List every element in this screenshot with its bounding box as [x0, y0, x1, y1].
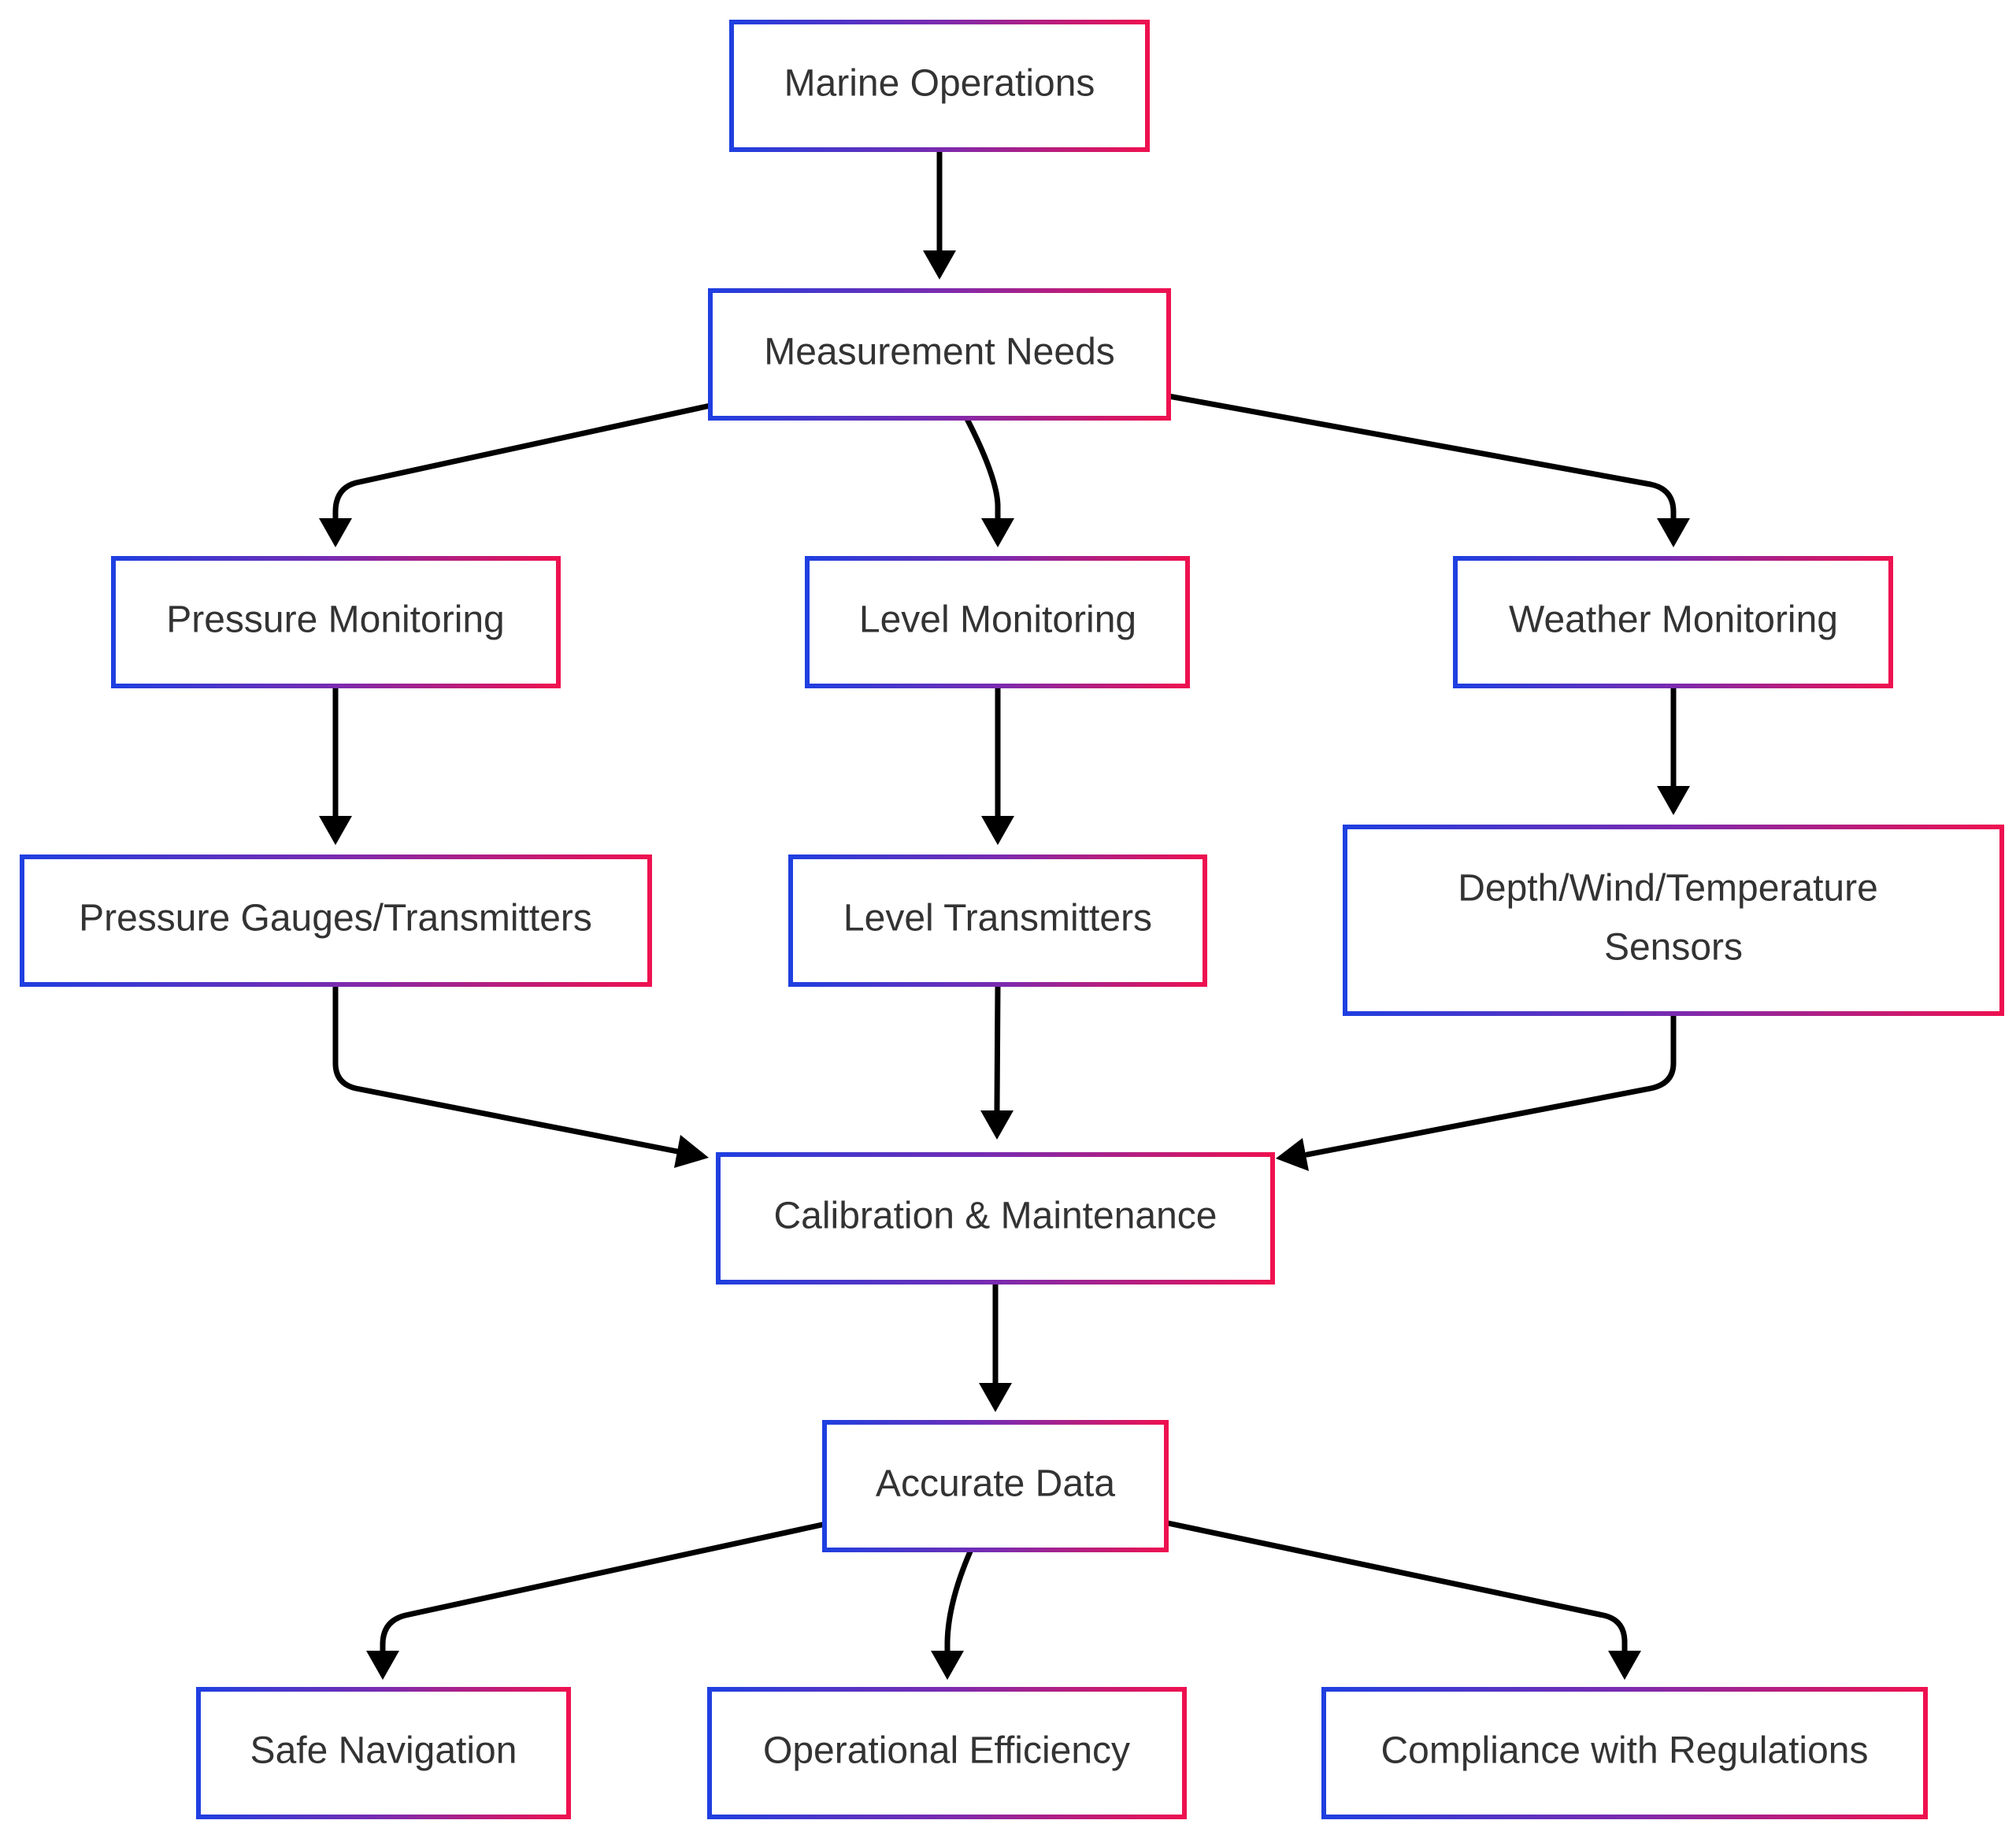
node-pressure-gauges-label: Pressure Gauges/Transmitters	[79, 898, 592, 940]
edges	[332, 149, 1677, 1655]
node-measurement-needs: Measurement Needs	[708, 288, 1171, 421]
node-level-transmitters-label: Level Transmitters	[843, 898, 1152, 940]
arrowhead-level	[981, 518, 1014, 547]
arrowhead-gauges	[319, 816, 352, 845]
node-compliance-regulations: Compliance with Regulations	[1321, 1687, 1928, 1819]
node-sensors-label-line2: Sensors	[1604, 927, 1743, 969]
node-calibration-maintenance: Calibration & Maintenance	[716, 1152, 1275, 1284]
edge-gauges-to-calibration	[332, 984, 680, 1155]
edge-accurate-to-compliance	[1165, 1520, 1628, 1655]
edge-measurement-to-level	[964, 416, 1001, 523]
node-compliance-regulations-label: Compliance with Regulations	[1381, 1730, 1869, 1772]
arrowhead-safe	[366, 1651, 399, 1680]
node-operational-efficiency: Operational Efficiency	[707, 1687, 1187, 1819]
node-marine-operations-label: Marine Operations	[784, 63, 1095, 105]
node-sensors: Depth/Wind/Temperature Sensors	[1343, 825, 2004, 1016]
arrowhead-measurement	[923, 250, 956, 280]
node-calibration-maintenance-label: Calibration & Maintenance	[774, 1196, 1217, 1237]
node-operational-efficiency-label: Operational Efficiency	[763, 1730, 1130, 1772]
node-marine-operations: Marine Operations	[729, 20, 1150, 152]
node-sensors-label-line1: Depth/Wind/Temperature	[1458, 868, 1878, 910]
edge-sensors-to-calibration	[1304, 1013, 1677, 1158]
node-pressure-monitoring-label: Pressure Monitoring	[166, 599, 505, 641]
arrowhead-transmitters	[981, 816, 1014, 845]
edge-measurement-to-weather	[1166, 393, 1677, 523]
node-accurate-data: Accurate Data	[822, 1420, 1169, 1552]
arrowhead-calibration-left	[674, 1135, 709, 1168]
edge-accurate-to-efficiency	[944, 1548, 973, 1655]
arrowhead-compliance	[1608, 1651, 1641, 1680]
node-pressure-gauges: Pressure Gauges/Transmitters	[20, 854, 652, 987]
arrowhead-accurate	[979, 1383, 1012, 1412]
node-level-monitoring-label: Level Monitoring	[859, 599, 1136, 641]
node-weather-monitoring-label: Weather Monitoring	[1509, 599, 1838, 641]
node-accurate-data-label: Accurate Data	[876, 1463, 1115, 1505]
node-safe-navigation-label: Safe Navigation	[250, 1730, 517, 1772]
arrowhead-weather	[1657, 518, 1690, 547]
edge-accurate-to-safe	[380, 1522, 825, 1655]
node-level-monitoring: Level Monitoring	[805, 556, 1190, 688]
node-safe-navigation: Safe Navigation	[196, 1687, 571, 1819]
arrowheads	[319, 250, 1690, 1680]
arrowhead-pressure	[319, 518, 352, 547]
arrowhead-calibration-right	[1276, 1138, 1309, 1171]
arrowhead-efficiency	[931, 1651, 964, 1680]
node-measurement-needs-label: Measurement Needs	[764, 332, 1115, 373]
arrowhead-calibration-center	[980, 1110, 1014, 1140]
node-level-transmitters: Level Transmitters	[788, 854, 1207, 987]
node-pressure-monitoring: Pressure Monitoring	[111, 556, 561, 688]
edge-transmitters-to-calibration	[994, 984, 1001, 1114]
node-weather-monitoring: Weather Monitoring	[1453, 556, 1893, 688]
arrowhead-sensors	[1657, 786, 1690, 815]
edge-measurement-to-pressure	[332, 402, 713, 523]
